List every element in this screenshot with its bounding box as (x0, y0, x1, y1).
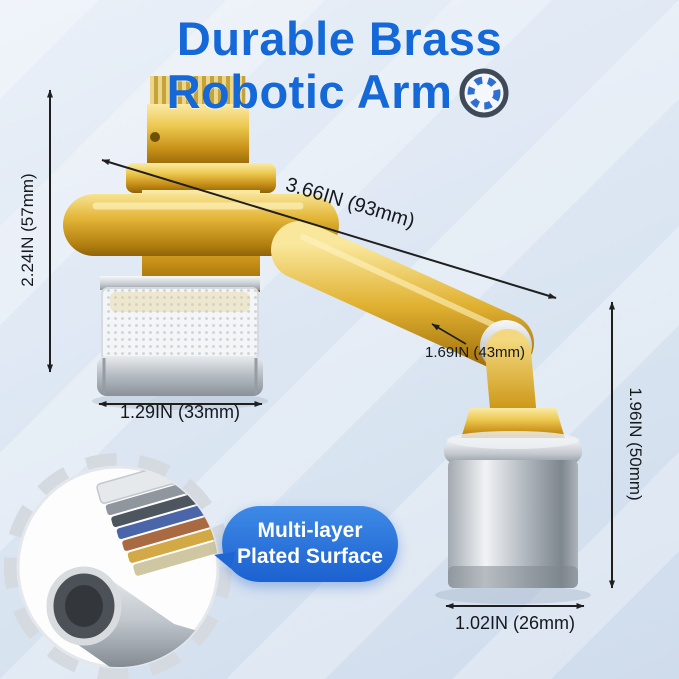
dimension-filter-width: 1.29IN (33mm) (119, 402, 241, 422)
feature-badge-line2: Plated Surface (237, 545, 383, 568)
feature-badge-line1: Multi-layer (257, 518, 363, 542)
gear-border-icon (4, 453, 232, 679)
gear-icon (459, 68, 509, 118)
dimension-height-left: 2.24IN (57mm) (18, 173, 37, 287)
plating-layers (96, 467, 218, 576)
headline-line1: Durable Brass (176, 12, 503, 65)
headline-line2: Robotic Arm (166, 65, 453, 119)
dimension-sprayer-width: 1.02IN (26mm) (454, 613, 576, 633)
dimension-sprayer-height: 1.96IN (50mm) (626, 387, 645, 501)
dimension-arrows (47, 89, 615, 609)
dimension-joint-size: 1.69IN (43mm) (425, 344, 526, 361)
set-screw (150, 132, 160, 142)
feature-badge: Multi-layer Plated Surface (222, 506, 398, 582)
headline: Durable Brass Robotic Arm (0, 12, 679, 121)
plating-inset (4, 453, 232, 679)
